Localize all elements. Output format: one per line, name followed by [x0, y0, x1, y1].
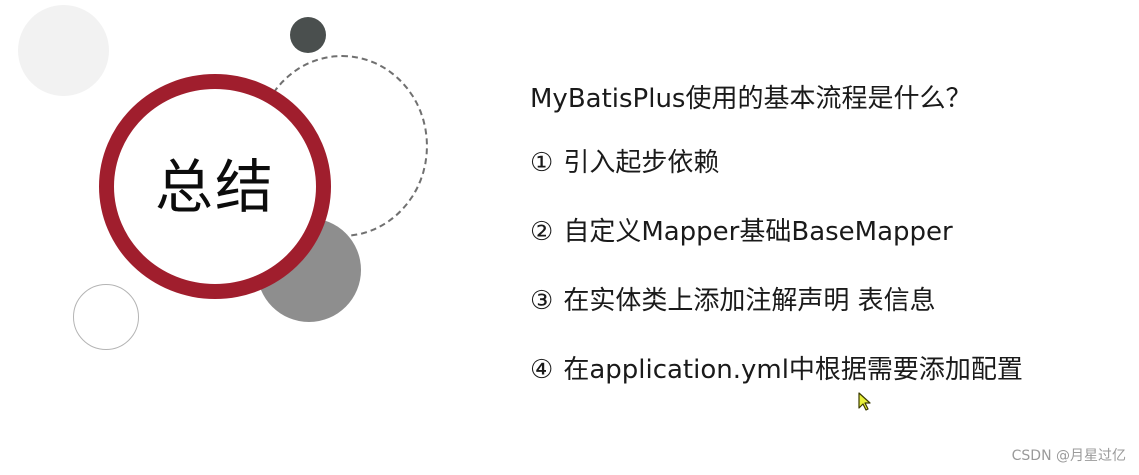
slide-title: 总结: [154, 152, 275, 221]
list-item: ① 引入起步依赖: [530, 150, 719, 176]
item-number: ④: [530, 355, 554, 385]
mouse-pointer-icon: [858, 392, 871, 411]
item-number: ②: [530, 217, 554, 247]
item-text: 在application.yml中根据需要添加配置: [563, 355, 1023, 385]
item-text: 引入起步依赖: [563, 148, 720, 178]
item-number: ①: [530, 148, 554, 178]
list-item: ② 自定义Mapper基础BaseMapper: [530, 219, 953, 245]
item-text: 自定义Mapper基础BaseMapper: [563, 217, 953, 247]
item-number: ③: [530, 286, 554, 316]
watermark: CSDN @月星过亿: [1011, 448, 1126, 464]
list-item: ④ 在application.yml中根据需要添加配置: [530, 357, 1023, 383]
decorative-dark-circle: [290, 17, 326, 53]
title-ring: 总结: [99, 74, 331, 299]
question-text: MyBatisPlus使用的基本流程是什么？: [530, 84, 972, 114]
decorative-outline-circle: [73, 284, 139, 350]
decorative-light-circle: [18, 5, 109, 96]
item-text: 在实体类上添加注解声明 表信息: [563, 286, 936, 316]
list-item: ③ 在实体类上添加注解声明 表信息: [530, 288, 936, 314]
